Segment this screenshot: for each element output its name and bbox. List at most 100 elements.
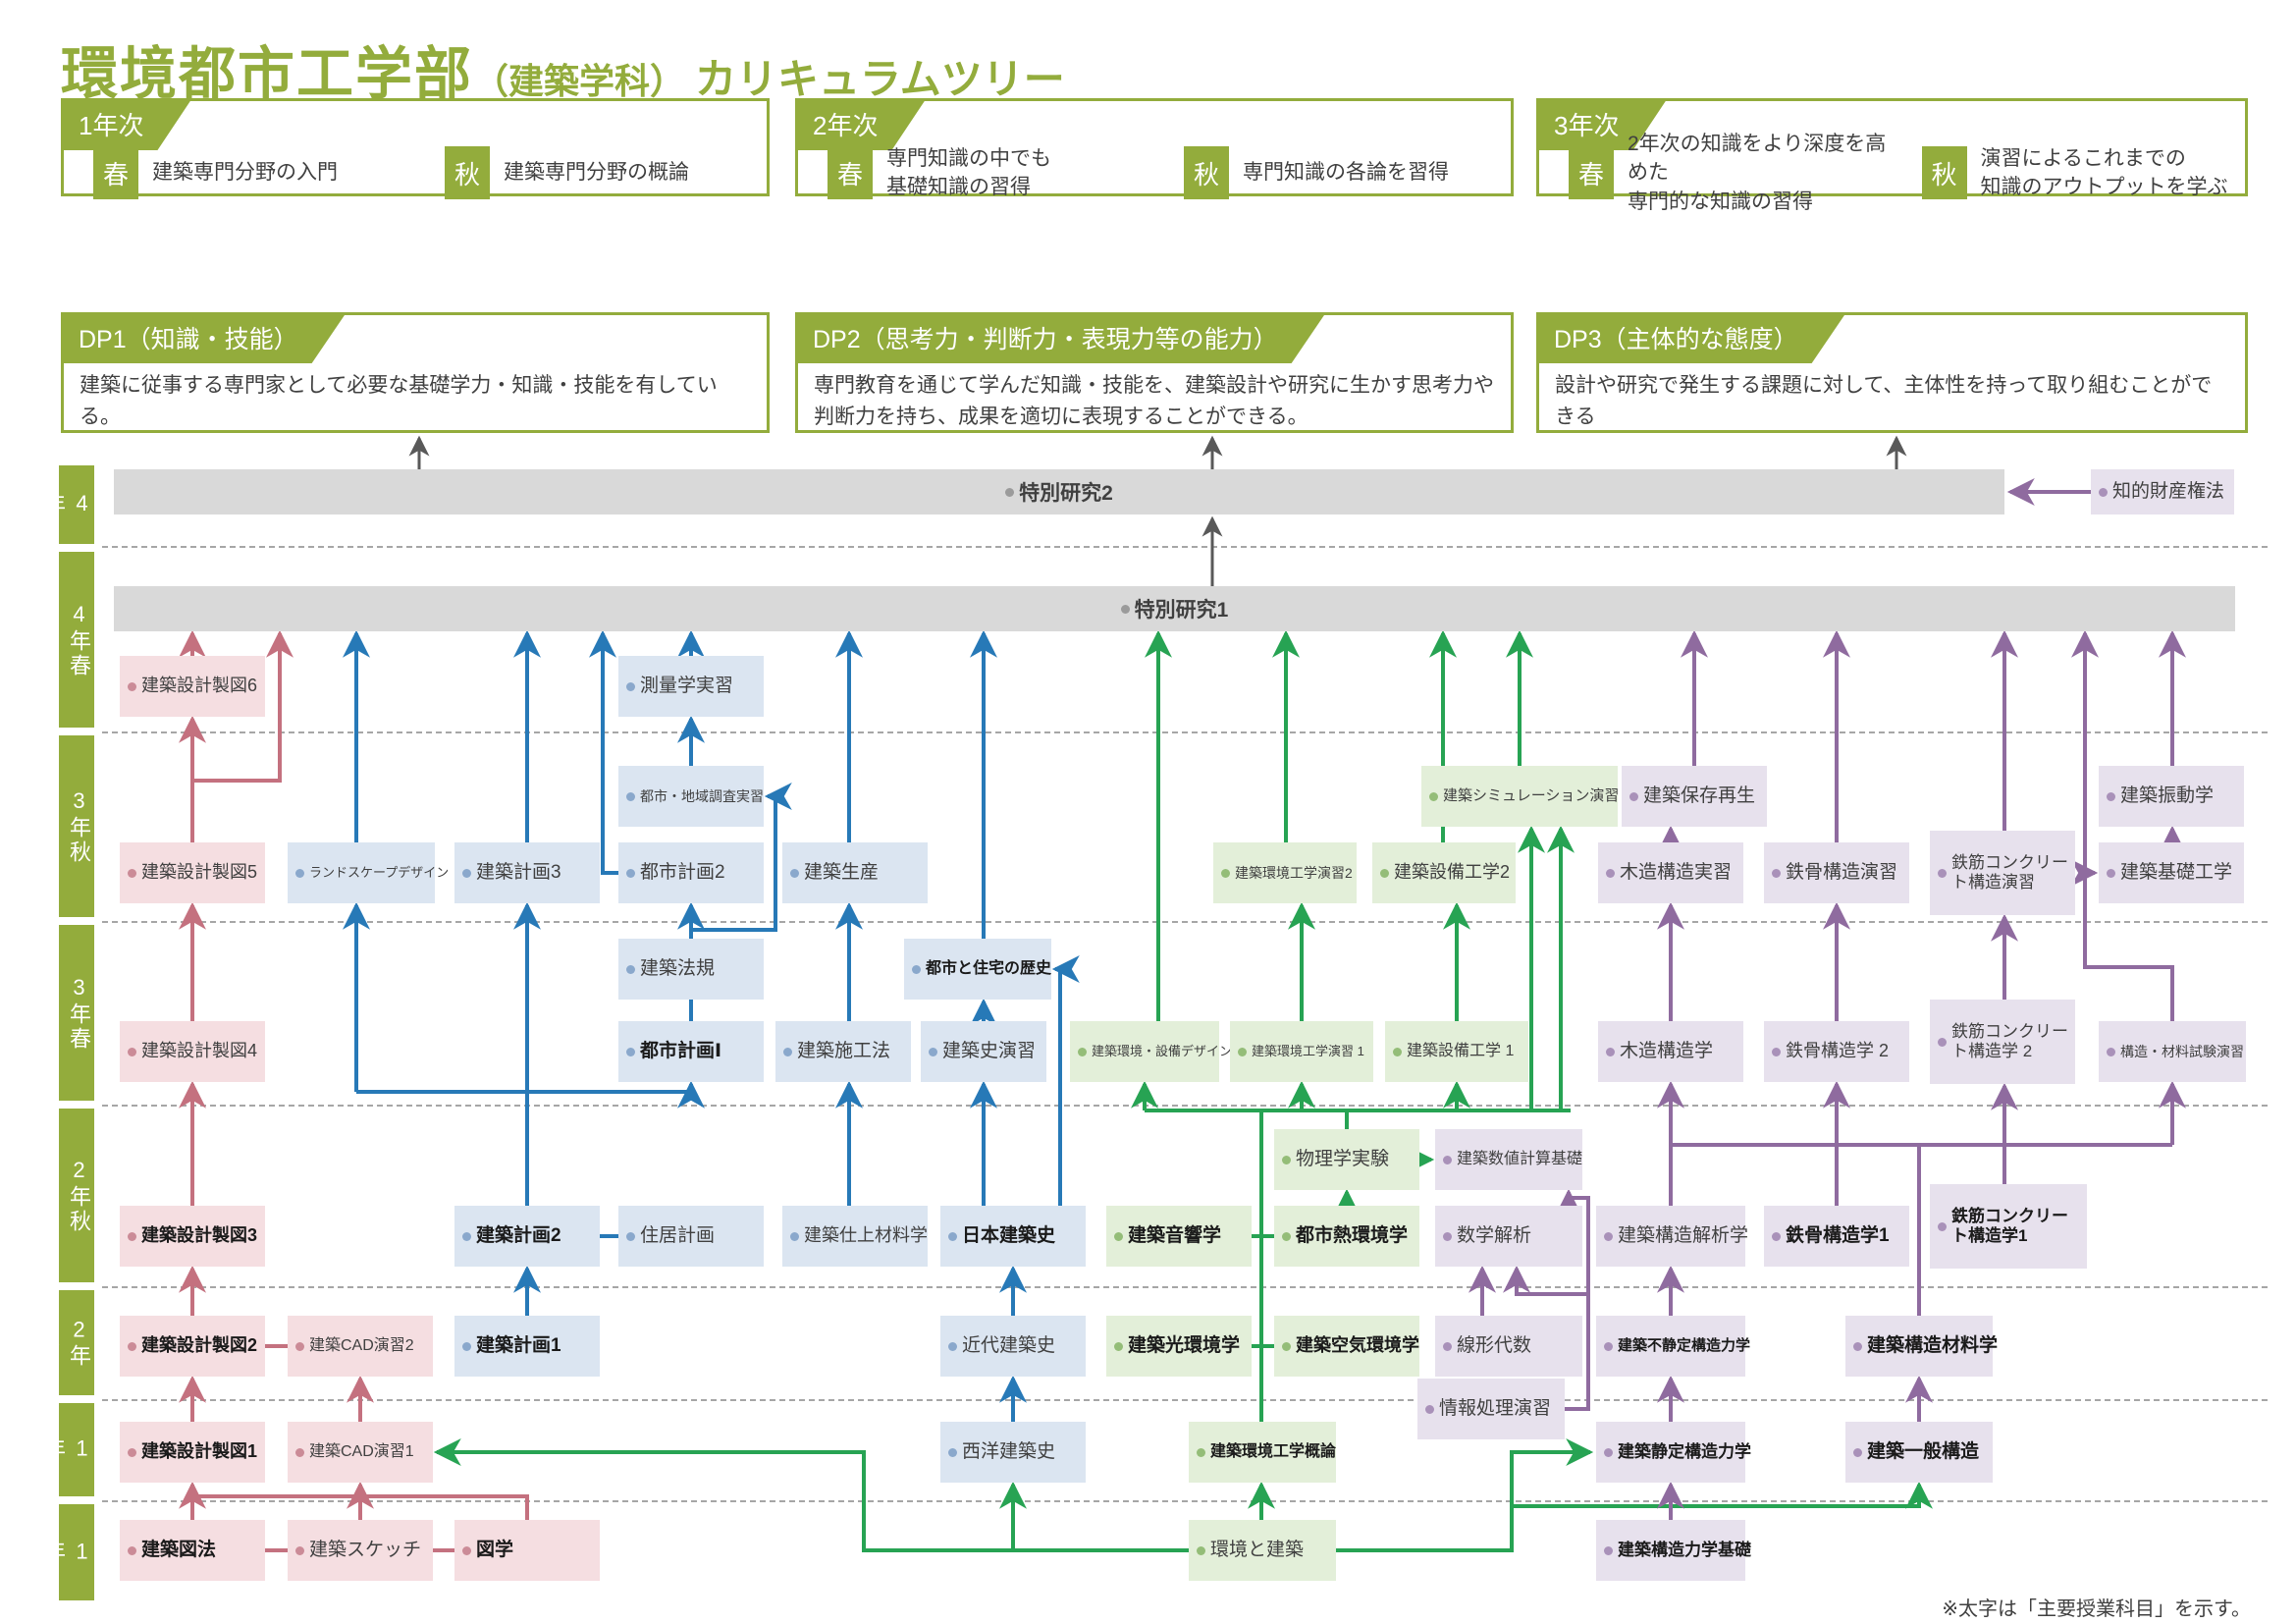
season-badge: 春 — [93, 146, 138, 199]
page-title: 環境都市工学部（建築学科）カリキュラムツリー — [61, 27, 1065, 110]
course-box-landscape: ランドスケープデザイン — [288, 842, 449, 903]
course-box-rikigaku_kiso: 建築構造力学基礎 — [1596, 1520, 1751, 1581]
course-box-seizu2: 建築設計製図2 — [120, 1316, 265, 1377]
dp-box-tab: DP1（知識・技能） — [63, 314, 346, 363]
course-box-kankyoen1: 建築環境工学演習 1 — [1230, 1021, 1373, 1082]
season-badge: 春 — [1569, 146, 1614, 199]
season-block: 秋建築専門分野の概論 — [415, 146, 767, 199]
course-box-kozai_en: 構造・材料試験演習 — [2099, 1021, 2246, 1082]
term-divider-line — [102, 1286, 2268, 1288]
dp-box-1: DP1（知識・技能）建築に従事する専門家として必要な基礎学力・知識・技能を有して… — [61, 312, 770, 433]
course-box-mokuzou_g: 木造構造学 — [1598, 1021, 1743, 1082]
edge — [433, 1438, 1189, 1552]
course-box-seizu4: 建築設計製図4 — [120, 1021, 265, 1082]
season-description: 建築専門分野の概論 — [504, 161, 689, 185]
term-divider-line — [102, 1105, 2268, 1107]
course-box-sketch: 建築スケッチ — [288, 1520, 433, 1581]
course-box-johoshori: 情報処理演習 — [1417, 1379, 1565, 1439]
term-divider-line — [102, 1399, 2268, 1401]
course-box-kiso: 建築基礎工学 — [2099, 842, 2244, 903]
season-block: 秋演習によるこれまでの 知識のアウトプットを学ぶ — [1893, 144, 2246, 202]
edge — [1336, 1438, 1594, 1552]
season-description: 演習によるこれまでの 知識のアウトプットを学ぶ — [1980, 146, 2228, 198]
course-box-onkyo: 建築音響学 — [1106, 1206, 1252, 1267]
course-box-houki: 建築法規 — [618, 939, 764, 1000]
course-box-keikaku3: 建築計画3 — [454, 842, 600, 903]
season-badge: 秋 — [1184, 146, 1229, 199]
dp-box-tab: DP2（思考力・判断力・表現力等の能力） — [797, 314, 1325, 363]
course-box-ippan: 建築一般構造 — [1845, 1422, 1993, 1483]
season-block: 春建築専門分野の入門 — [64, 146, 415, 199]
season-block: 春 2年次の知識をより深度を高めた 専門的な知識の習得 — [1539, 130, 1893, 216]
course-box-seizu6: 建築設計製図6 — [120, 656, 265, 717]
course-box-sekou: 建築施工法 — [775, 1021, 911, 1082]
course-box-seizu1: 建築設計製図1 — [120, 1422, 265, 1483]
course-box-seitei: 建築静定構造力学 — [1596, 1422, 1751, 1483]
season-description: 建築専門分野の入門 — [152, 161, 338, 185]
season-badge: 秋 — [445, 146, 490, 199]
course-box-nihonshi: 日本建築史 — [940, 1206, 1086, 1267]
course-box-seisan: 建築生産 — [782, 842, 928, 903]
year-box-1: 1年次春建築専門分野の入門秋建築専門分野の概論 — [61, 98, 770, 199]
season-block: 秋専門知識の各論を習得 — [1154, 146, 1511, 199]
season-description: 専門知識の中でも 基礎知識の習得 — [886, 146, 1051, 198]
course-box-jukyo: 住居計画 — [618, 1206, 764, 1267]
course-box-zuho: 建築図法 — [120, 1520, 265, 1581]
course-box-kankyoen2: 建築環境工学演習2 — [1213, 842, 1357, 903]
course-box-seizu5: 建築設計製図5 — [120, 842, 265, 903]
edge — [2071, 629, 2174, 1021]
course-box-setsubi2: 建築設備工学2 — [1372, 842, 1516, 903]
course-box-chiteki: 知的財産権法 — [2091, 469, 2234, 514]
course-box-rekishi: 都市と住宅の歴史 — [904, 939, 1051, 1000]
term-band-label: 2年秋 — [59, 1109, 94, 1282]
course-box-tekkotsu1: 鉄骨構造学1 — [1764, 1206, 1909, 1267]
page-title-dept: （建築学科） — [473, 61, 686, 101]
edge — [192, 629, 294, 783]
term-band-label: 3年秋 — [59, 735, 94, 917]
dp-box-text: 専門教育を通じて学んだ知識・技能を、建築設計や研究に生かす思考力や判断力を持ち、… — [814, 374, 1494, 428]
course-box-zugaku: 図学 — [454, 1520, 600, 1581]
course-box-keikaku1: 建築計画1 — [454, 1316, 600, 1377]
term-divider-line — [102, 921, 2268, 923]
season-description: 2年次の知識をより深度を高めた 専門的な知識の習得 — [1628, 132, 1887, 213]
course-box-rc_e: 鉄筋コンクリート構造演習 — [1930, 831, 2075, 915]
course-box-hikari: 建築光環境学 — [1106, 1316, 1252, 1377]
term-band-label: 3年春 — [59, 925, 94, 1101]
course-box-setsubi1: 建築設備工学 1 — [1385, 1021, 1528, 1082]
page-title-main: 環境都市工学部 — [61, 42, 474, 106]
course-box-chosa: 都市・地域調査実習 — [618, 766, 764, 827]
course-box-gairon: 建築環境工学概論 — [1189, 1422, 1336, 1483]
course-box-kindaishi: 近代建築史 — [940, 1316, 1086, 1377]
course-box-rc2: 鉄筋コンクリート構造学 2 — [1930, 1000, 2075, 1084]
footnote: ※太字は「主要授業科目」を示す。 — [1942, 1598, 2251, 1620]
course-box-seizu3: 建築設計製図3 — [120, 1206, 265, 1267]
season-badge: 春 — [828, 146, 873, 199]
edge — [1555, 1188, 1590, 1294]
dp-box-2: DP2（思考力・判断力・表現力等の能力） 専門教育を通じて学んだ知識・技能を、建築… — [795, 312, 1514, 433]
season-description: 専門知識の各論を習得 — [1243, 161, 1449, 185]
edge — [192, 1494, 529, 1520]
dp-box-3: DP3（主体的な態度）設計や研究で発生する課題に対して、主体性を持って取り組むこ… — [1536, 312, 2248, 433]
course-box-suuchi: 建築数値計算基礎 — [1435, 1129, 1582, 1190]
edge — [1512, 1481, 1933, 1509]
course-box-fuseitei: 建築不静定構造力学 — [1596, 1316, 1750, 1377]
course-box-shiage: 建築仕上材料学 — [782, 1206, 928, 1267]
course-box-cad2: 建築CAD演習2 — [288, 1316, 433, 1377]
course-box-rc1: 鉄筋コンクリート構造学1 — [1930, 1184, 2087, 1269]
page-title-sub: カリキュラムツリー — [695, 56, 1065, 102]
term-divider-line — [102, 546, 2268, 548]
edge — [1051, 955, 1080, 1206]
course-box-tekkotsu_e: 鉄骨構造演習 — [1764, 842, 1909, 903]
course-box-sokuryo: 測量学実習 — [618, 656, 764, 717]
edge — [691, 783, 792, 932]
course-box-senkei: 線形代数 — [1435, 1316, 1582, 1377]
course-box-netsu: 都市熱環境学 — [1274, 1206, 1419, 1267]
course-box-kankyo_kenchiku: 環境と建築 — [1189, 1520, 1336, 1581]
course-box-tekkotsu2: 鉄骨構造学 2 — [1764, 1021, 1909, 1082]
course-box-keikaku2: 建築計画2 — [454, 1206, 600, 1267]
term-band-label: 1年春 — [10, 1504, 94, 1600]
course-box-sim: 建築シミュレーション演習 — [1421, 766, 1619, 827]
